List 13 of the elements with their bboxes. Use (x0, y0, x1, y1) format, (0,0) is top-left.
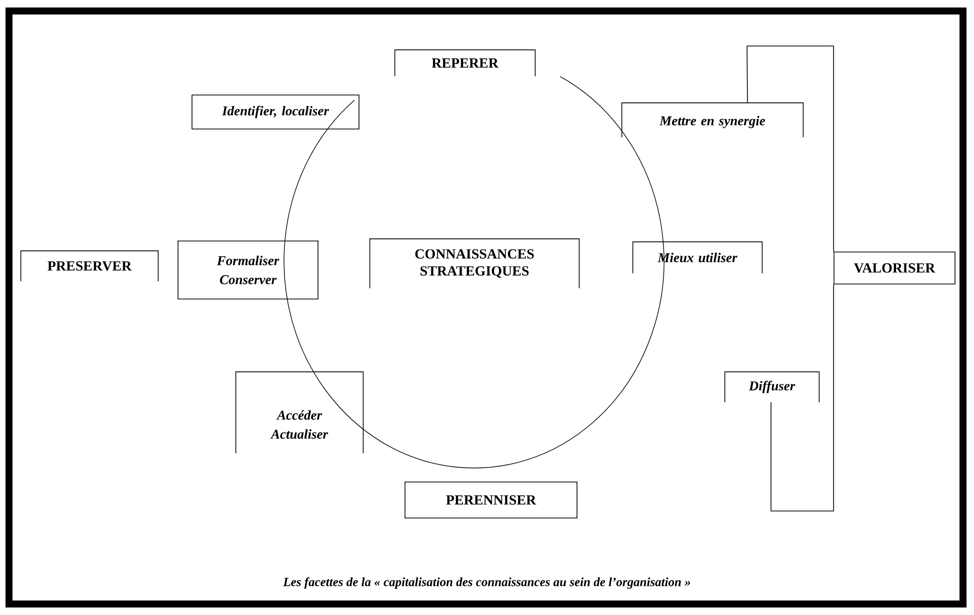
label-box: VALORISER (834, 252, 956, 284)
caption: Les facettes de la « capitalisation des connaissances au sein de l’organisation » (283, 577, 690, 589)
label-box: REPERER (394, 49, 536, 77)
label-box: CONNAISSANCES STRATEGIQUES (369, 238, 580, 289)
action-box: Diffuser (724, 371, 820, 403)
label-box: PERENNISER (404, 482, 578, 518)
action-box: Mettre en synergie (621, 102, 804, 138)
action-box: Formaliser Conserver (178, 240, 318, 300)
bracket-line (770, 284, 834, 512)
action-box: Identifier, localiser (192, 94, 360, 130)
label-box: PRESERVER (20, 250, 159, 282)
action-box: Accéder Actualiser (235, 371, 364, 454)
bracket-line (746, 46, 834, 252)
